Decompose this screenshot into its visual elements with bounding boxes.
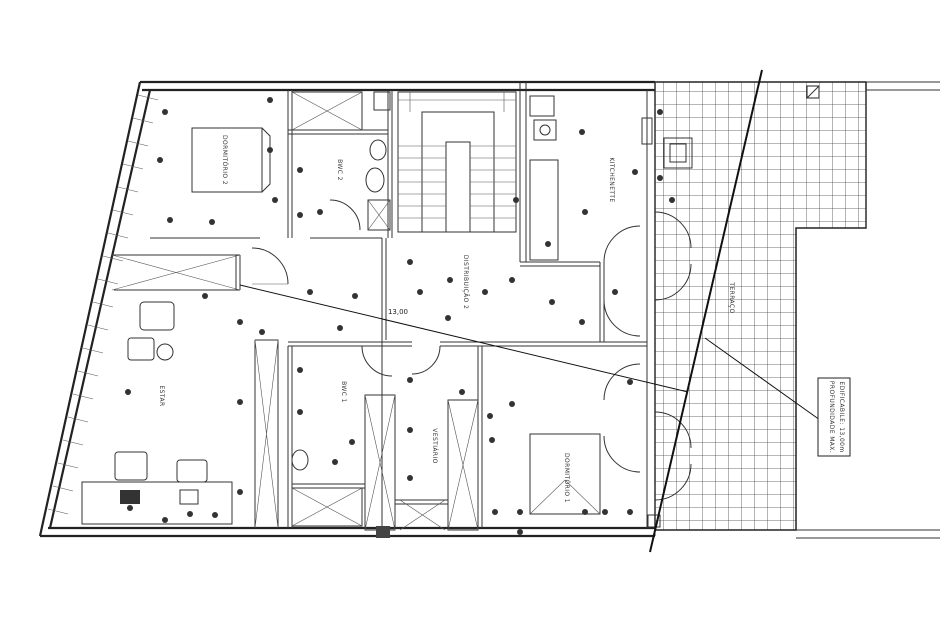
outer-walls xyxy=(38,80,656,538)
label-terraco: TERRAÇO xyxy=(728,281,735,313)
doors xyxy=(251,199,692,501)
label-dormitorio-1: DORMITÓRIO 1 xyxy=(563,453,570,503)
furniture xyxy=(81,91,693,538)
label-estar: ESTAR xyxy=(158,385,165,406)
label-bwc-1: BWC 1 xyxy=(340,381,347,403)
label-dormitorio-2: DORMITÓRIO 2 xyxy=(221,135,228,185)
depth-lines xyxy=(239,69,821,553)
annotation-line-2: EDIFICABILE: 13,00m xyxy=(838,381,845,452)
annotation-line-1: PROFUNDIDADE MAX. xyxy=(828,381,835,453)
terrace-area xyxy=(654,81,940,539)
label-kitchenette: KITCHENETTE xyxy=(608,157,615,202)
label-distribuicao-2: DISTRIBUIÇÃO 2 xyxy=(462,255,469,309)
dimension-label: 13,00 xyxy=(388,308,408,316)
label-bwc-2: BWC 2 xyxy=(336,159,343,181)
depth-annotation: PROFUNDIDADE MAX. EDIFICABILE: 13,00m xyxy=(817,377,851,457)
facade-hatch xyxy=(47,94,159,515)
label-vestiario: VESTIÁRIO xyxy=(431,428,438,464)
staircase xyxy=(397,91,517,233)
electrical-symbols xyxy=(125,97,675,535)
